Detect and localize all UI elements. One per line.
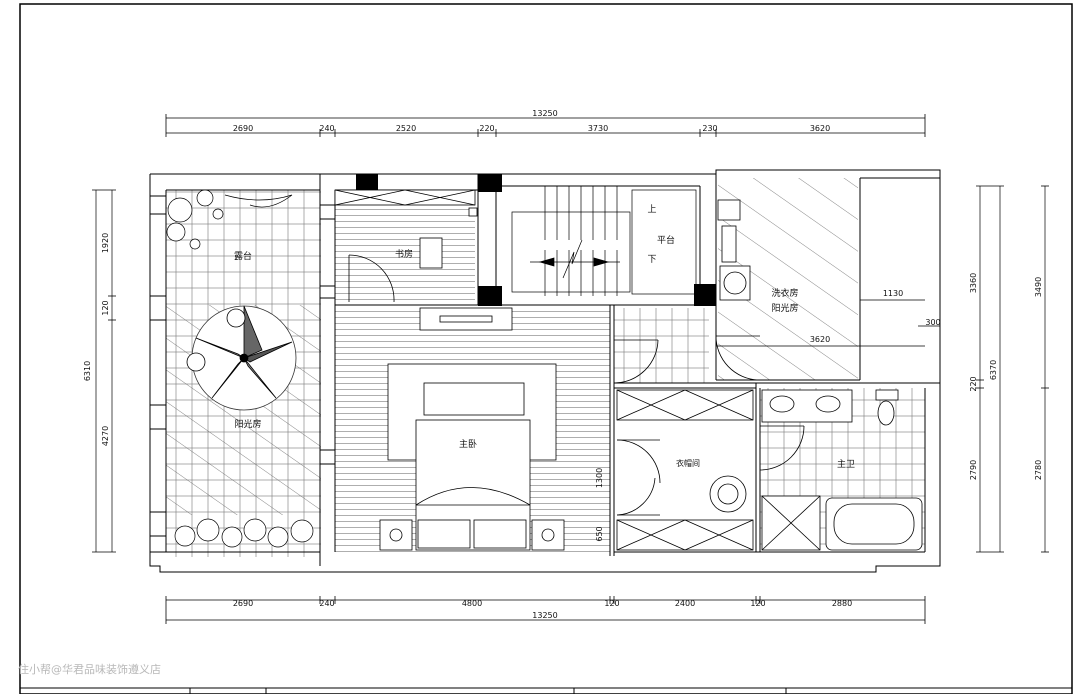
dim-left-total: 6310 xyxy=(83,361,92,381)
bedroom-furniture xyxy=(379,307,565,551)
dim-right-a-1: 3360 xyxy=(969,273,978,293)
dim-top-4: 220 xyxy=(479,124,494,133)
walls xyxy=(149,169,941,573)
laundry-fixtures xyxy=(717,199,751,301)
study-door xyxy=(348,254,395,303)
label-closet: 衣帽间 xyxy=(676,458,700,468)
dim-top-total: 13250 xyxy=(532,109,557,118)
label-laundry: 洗衣房 xyxy=(771,287,798,299)
label-terrace: 露台 xyxy=(234,250,252,262)
dim-bottom-5: 2400 xyxy=(675,599,695,608)
label-stair-down: 下 xyxy=(647,255,656,265)
dim-right-a-3: 2790 xyxy=(969,460,978,480)
dim-left-3: 4270 xyxy=(101,426,110,446)
dim-left-1: 1920 xyxy=(101,233,110,253)
terrace-shrubs xyxy=(174,518,314,548)
dim-closet-b: 650 xyxy=(595,526,604,541)
dim-laundry-width: 3620 xyxy=(810,335,830,344)
dimension-lines xyxy=(95,117,1046,621)
label-sunroom: 阳光房 xyxy=(234,418,261,430)
label-landing: 平台 xyxy=(657,234,675,246)
dim-right-a-2: 220 xyxy=(969,376,978,391)
dim-bottom-6: 120 xyxy=(750,599,765,608)
dim-top-7: 3620 xyxy=(810,124,830,133)
label-stair-up: 上 xyxy=(647,204,656,215)
terrace-planting xyxy=(166,189,293,250)
dim-top-6: 230 xyxy=(702,124,717,133)
dim-top-2: 240 xyxy=(319,124,334,133)
dim-laundry-step: 300 xyxy=(925,318,940,327)
dim-bottom-4: 120 xyxy=(604,599,619,608)
sheet-frame xyxy=(19,3,1073,694)
bath-fixtures xyxy=(761,389,923,551)
study-floor xyxy=(335,205,475,303)
structural-columns xyxy=(356,174,716,306)
closet-furniture xyxy=(616,389,754,551)
dim-top-1: 2690 xyxy=(233,124,253,133)
staircase xyxy=(511,186,697,296)
title-block-dividers xyxy=(20,687,1072,694)
dim-top-5: 3730 xyxy=(588,124,608,133)
dim-closet-a: 1300 xyxy=(595,468,604,488)
label-master-bedroom: 主卧 xyxy=(459,438,477,450)
dim-bottom-total: 13250 xyxy=(532,611,557,620)
dim-bottom-7: 2880 xyxy=(832,599,852,608)
bedroom-door xyxy=(613,339,659,384)
label-study: 书房 xyxy=(395,248,413,260)
dim-left-2: 120 xyxy=(101,300,110,315)
dim-right-total: 6370 xyxy=(989,360,998,380)
dim-top-3: 2520 xyxy=(396,124,416,133)
dim-bottom-1: 2690 xyxy=(233,599,253,608)
label-laundry-sunroom: 阳光房 xyxy=(771,302,798,314)
study-furniture xyxy=(334,189,478,269)
laundry-door xyxy=(715,335,760,381)
watermark: 住小帮@华君品味装饰遵义店 xyxy=(18,663,161,676)
window-marks xyxy=(149,195,336,537)
dim-bottom-2: 240 xyxy=(319,599,334,608)
label-master-bath: 主卫 xyxy=(837,458,855,470)
bath-door xyxy=(759,425,805,471)
dimension-ticks xyxy=(92,114,1049,624)
stair-lobby-tiles xyxy=(614,308,709,383)
patio-umbrella-icon xyxy=(186,305,297,411)
dim-laundry-depth: 1130 xyxy=(883,289,903,298)
dim-right-b-2: 2780 xyxy=(1034,460,1043,480)
dim-bottom-3: 4800 xyxy=(462,599,482,608)
dim-right-b-1: 3490 xyxy=(1034,277,1043,297)
